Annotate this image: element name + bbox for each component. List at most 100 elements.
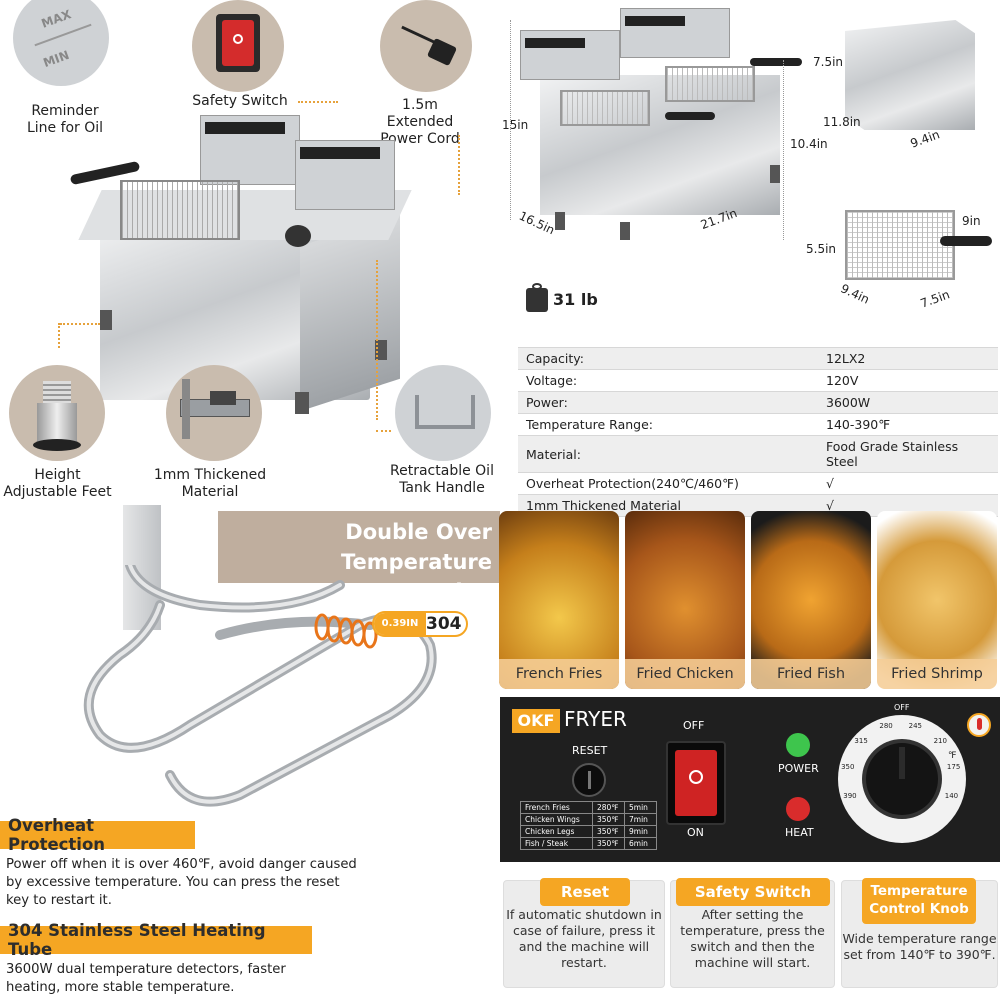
knob-unit: ℉ <box>948 751 957 761</box>
weight-icon <box>526 283 548 312</box>
knob-off-label: OFF <box>894 703 910 712</box>
power-label: POWER <box>778 762 819 775</box>
power-cord-label: 1.5m Extended Power Cord <box>380 97 460 147</box>
material-circle <box>166 365 262 461</box>
dim-tank-height: 10.4in <box>790 137 828 151</box>
feet-circle <box>9 365 105 461</box>
temperature-knob[interactable] <box>866 743 938 815</box>
panel-fryer-logo: FRYER <box>564 707 627 731</box>
oil-line-label: Reminder Line for Oil <box>26 103 104 136</box>
banner-text: Double Over Temperature Protection <box>340 520 492 604</box>
cook-food: French Fries <box>520 801 593 814</box>
cook-temp: 280℉ <box>592 801 625 814</box>
switch-off-label: OFF <box>683 719 705 732</box>
knob-tick-label: 350 <box>841 763 855 772</box>
switch-desc: After setting the temperature, press the… <box>680 907 825 970</box>
knob-tick-label: 280 <box>879 722 893 731</box>
power-light <box>786 733 810 757</box>
food-label: Fried Fish <box>751 659 871 689</box>
coil-sensor-icon <box>314 613 378 649</box>
heating-panel: Double Over Temperature Protection 0.39I… <box>0 505 500 1000</box>
panel-okf-logo: OKF <box>512 709 560 733</box>
badge-grade: 304 <box>426 614 462 634</box>
power-cord-circle <box>380 0 472 92</box>
reset-label: RESET <box>572 744 608 757</box>
tank-handle-icon <box>415 395 475 429</box>
safety-switch-button[interactable] <box>666 741 726 825</box>
cook-food: Chicken Legs <box>520 825 593 838</box>
material-label: 1mm Thickened Material <box>153 467 267 500</box>
spec-row: Power:3600W <box>518 391 998 414</box>
spec-row: Material:Food Grade Stainless Steel <box>518 435 998 473</box>
cook-time: 9min <box>624 825 657 838</box>
knob-tick-label: 140 <box>944 792 959 801</box>
oil-tank-image <box>845 20 975 130</box>
oil-max-mark: MAX <box>39 7 73 31</box>
knob-tick-label: 390 <box>843 792 857 801</box>
dimensions-panel: 15in 16.5in 21.7in 10.4in 7.5in 11.8in 9… <box>500 0 1000 340</box>
cook-time: 6min <box>624 837 657 850</box>
thermometer-icon <box>967 713 991 737</box>
knob-tick-label: 210 <box>933 737 947 746</box>
dim-tank-w: 9.4in <box>908 127 942 151</box>
food-label: Fried Shrimp <box>877 659 997 689</box>
feature-panel: MAX MIN Reminder Line for Oil Safety Swi… <box>0 0 500 505</box>
dim-basket-l: 9.4in <box>838 281 872 307</box>
spec-row: Voltage:120V <box>518 369 998 392</box>
knob-tick-label: 245 <box>908 722 922 731</box>
spec-row: Temperature Range:140-390℉ <box>518 413 998 436</box>
food-card-fish: Fried Fish <box>751 511 871 689</box>
spec-value: √ <box>818 472 998 495</box>
overheat-text: Power off when it is over 460℉, avoid da… <box>6 857 357 908</box>
feet-label: Height Adjustable Feet <box>3 467 112 500</box>
basket-image <box>845 210 955 280</box>
overheat-title: Overheat Protection <box>0 816 195 854</box>
knob-tick-label: 175 <box>946 763 961 772</box>
spec-value: 3600W <box>818 391 998 414</box>
dim-basket-handle: 9in <box>962 214 981 228</box>
fryer-illustration <box>69 110 412 414</box>
reset-button[interactable] <box>572 763 606 797</box>
dim-tank-h: 7.5in <box>813 55 844 69</box>
weight-value: 31 lb <box>553 290 598 309</box>
dim-tank-l: 11.8in <box>823 115 861 129</box>
spec-value: 12LX2 <box>818 347 998 370</box>
cook-time: 5min <box>624 801 657 814</box>
knob-desc: Wide temperature range set from 140℉ to … <box>842 931 997 962</box>
size-badge: 0.39IN 304 <box>372 611 468 637</box>
safety-switch-label: Safety Switch <box>192 93 288 109</box>
tube-title: 304 Stainless Steel Heating Tube <box>0 921 312 959</box>
food-label: Fried Chicken <box>625 659 745 689</box>
badge-size: 0.39IN <box>374 613 426 635</box>
spec-key: Temperature Range: <box>518 413 818 436</box>
safety-switch-circle <box>192 0 284 92</box>
knob-tag: Temperature Control Knob <box>862 878 976 924</box>
reset-tag: Reset <box>540 878 630 906</box>
cook-temp: 350℉ <box>592 825 625 838</box>
cook-temp: 350℉ <box>592 837 625 850</box>
spec-key: Overheat Protection(240℃/460℉) <box>518 472 818 495</box>
spec-key: Material: <box>518 435 818 473</box>
dim-height: 15in <box>502 118 529 132</box>
oil-min-mark: MIN <box>41 47 72 71</box>
protection-banner: Double Over Temperature Protection <box>218 511 500 604</box>
switch-on-label: ON <box>687 826 704 839</box>
spec-row: Overheat Protection(240℃/460℉)√ <box>518 472 998 495</box>
spec-key: Voltage: <box>518 369 818 392</box>
food-card-fries: French Fries <box>499 511 619 689</box>
dim-basket-w: 7.5in <box>918 287 952 311</box>
dim-basket-h: 5.5in <box>806 242 837 256</box>
food-card-chicken: Fried Chicken <box>625 511 745 689</box>
spec-row: Capacity:12LX2 <box>518 347 998 370</box>
reset-desc: If automatic shutdown in case of failure… <box>506 907 662 970</box>
spec-value: Food Grade Stainless Steel <box>818 435 998 473</box>
cook-time: 7min <box>624 813 657 826</box>
handle-circle <box>395 365 491 461</box>
